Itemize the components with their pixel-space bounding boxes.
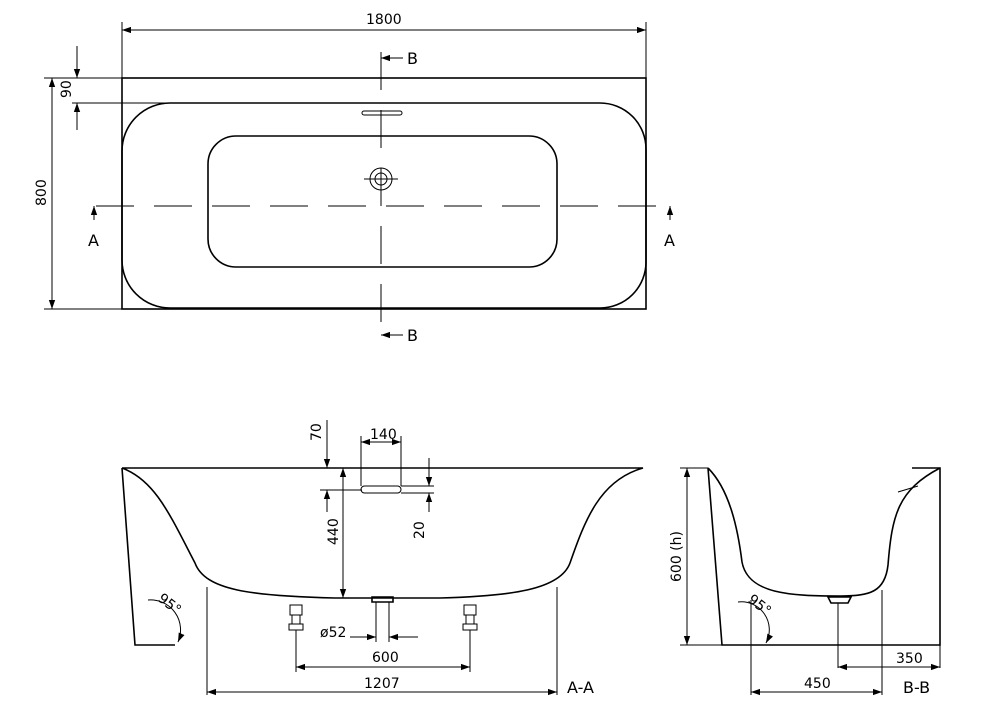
section-aa-top-text: 70	[309, 423, 325, 441]
section-bb-drain	[826, 596, 853, 604]
section-aa-foot-left	[288, 604, 304, 672]
section-b-top-label: B	[407, 49, 418, 68]
section-aa-outer-profile	[121, 467, 644, 599]
section-b-bottom-label: B	[407, 326, 418, 345]
section-aa-base-text: 1207	[364, 676, 400, 692]
section-aa-overflow	[360, 485, 402, 494]
bath-rim	[121, 102, 647, 309]
section-bb-view: 95° 600 (h) 350 450 B-B	[669, 467, 941, 697]
section-aa-view: 95° 440 70 140	[121, 420, 644, 697]
dim-width-text: 1800	[366, 12, 402, 28]
overflow-slot	[361, 110, 403, 116]
section-bb-skirt	[707, 467, 941, 646]
section-aa-foot-right	[462, 604, 478, 672]
section-aa-overflow-height-text: 20	[412, 521, 428, 539]
section-bb-height-text: 600 (h)	[669, 531, 685, 582]
section-bb-drain-dim-text: 350	[896, 651, 923, 667]
bath-outline	[121, 77, 647, 310]
section-aa-skirt	[121, 467, 175, 646]
section-aa-angle-text: 95°	[155, 591, 184, 619]
section-bb-base-text: 450	[804, 676, 831, 692]
section-aa-drain	[371, 596, 394, 603]
section-aa-overflow-width-text: 140	[370, 427, 397, 443]
section-aa-drain-text: ø52	[320, 625, 346, 641]
dim-rim-text: 90	[59, 80, 75, 98]
section-bb-outer-profile	[707, 467, 941, 597]
section-bb-title: B-B	[903, 678, 930, 697]
section-a-right-label: A	[664, 231, 675, 250]
section-aa-height-text: 440	[326, 518, 342, 545]
bath-basin	[207, 135, 558, 268]
section-a-left-label: A	[88, 231, 99, 250]
dim-depth-text: 800	[34, 179, 50, 206]
section-aa-title: A-A	[567, 678, 594, 697]
section-bb-angle-text: 95°	[745, 592, 774, 620]
section-aa-feet-text: 600	[372, 650, 399, 666]
top-view: A A B B 1800 800 90	[34, 12, 675, 345]
